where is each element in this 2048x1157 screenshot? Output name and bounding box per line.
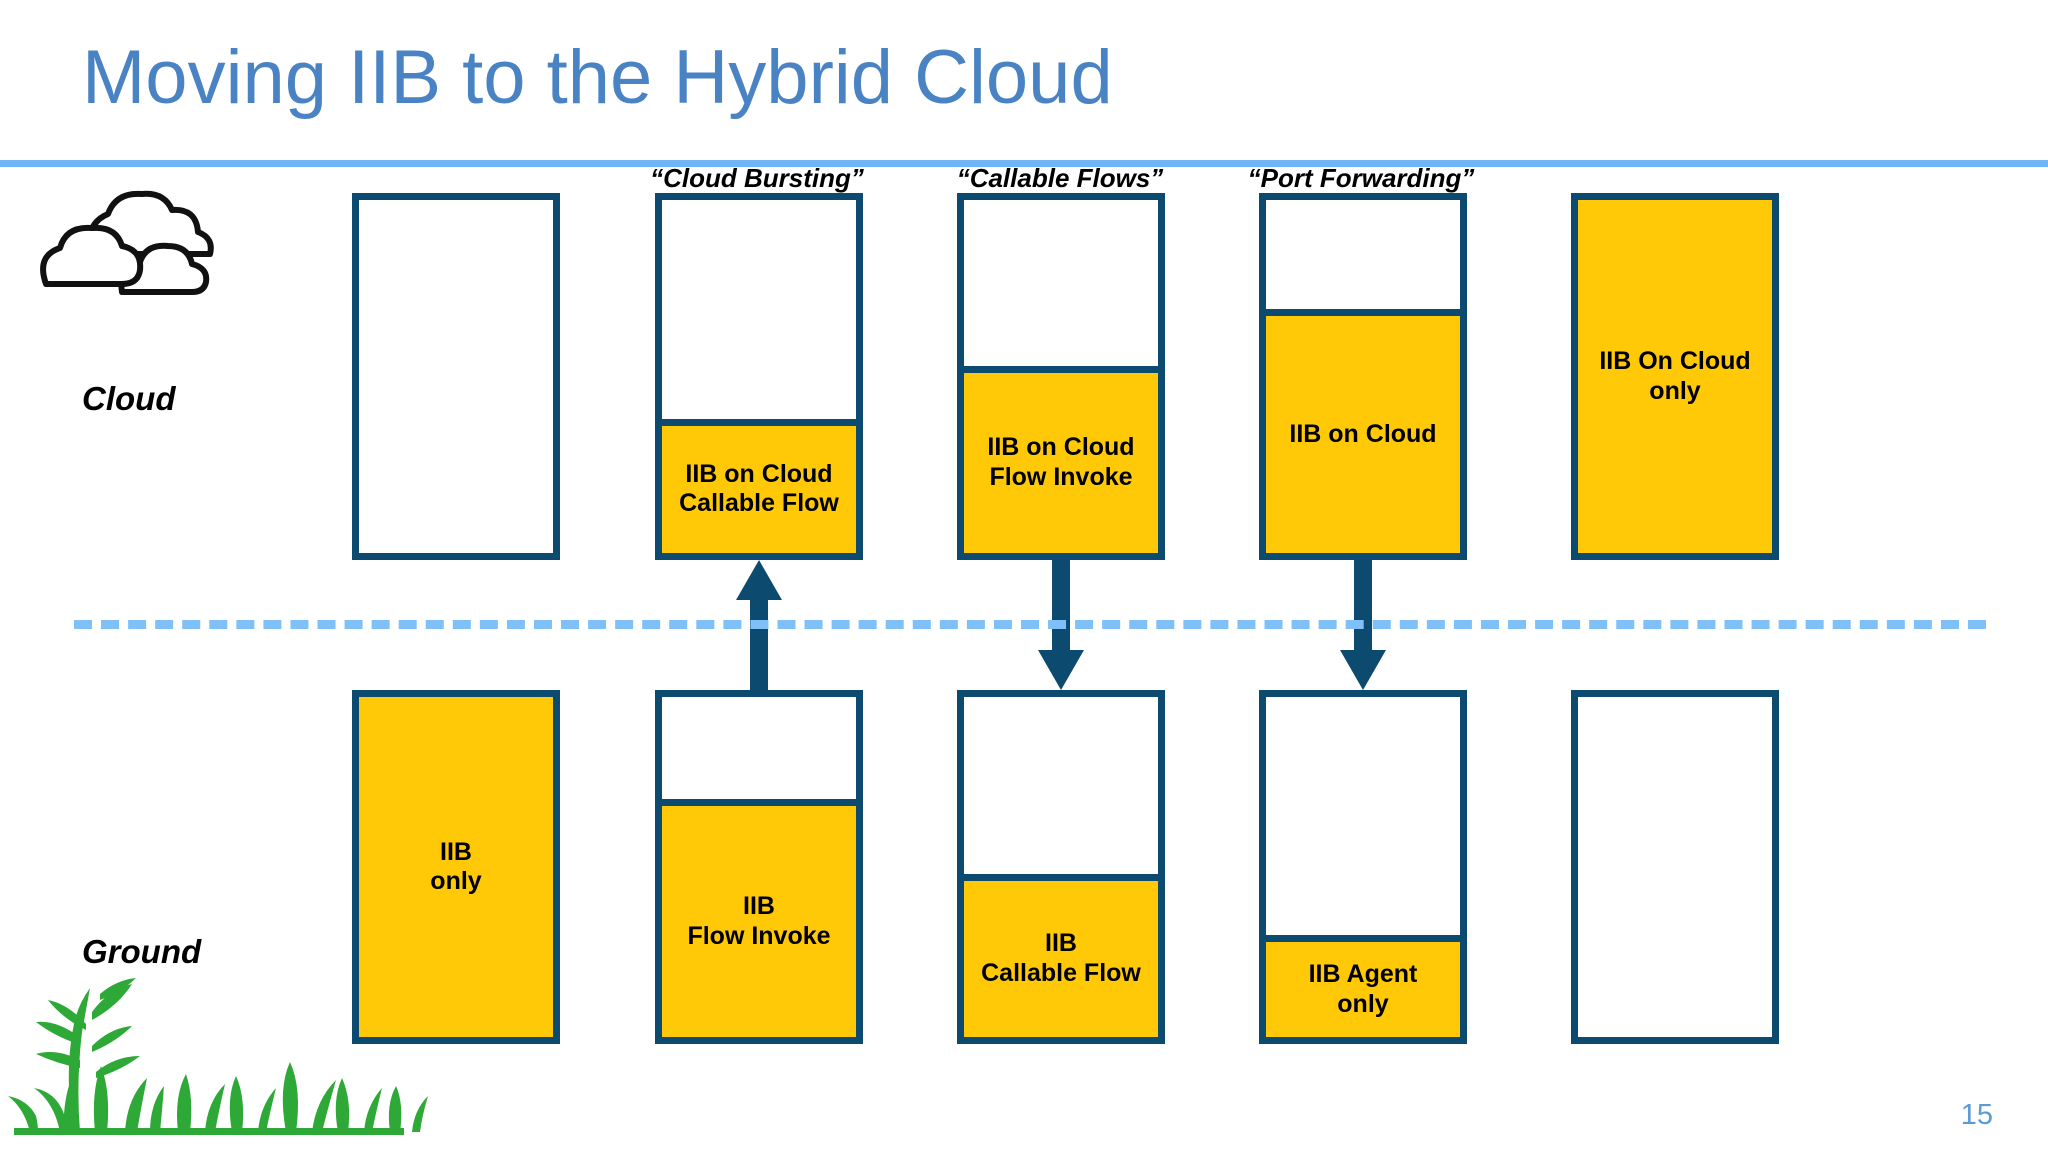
col-3-ground-box: IIB Callable Flow — [957, 690, 1165, 1044]
col-5-cloud-label: IIB On Cloud only — [1599, 347, 1751, 405]
row-label-cloud: Cloud — [82, 380, 176, 417]
col-1-ground-label: IIB only — [430, 837, 482, 896]
col-3-cloud-label: IIB on Cloud Flow Invoke — [987, 433, 1135, 491]
col-3-ground-label: IIB Callable Flow — [981, 929, 1141, 987]
col-3-cloud-segment-2: IIB on Cloud Flow Invoke — [964, 365, 1158, 553]
col-4-ground-label: IIB Agent only — [1308, 960, 1418, 1018]
column-caption-1: “Cloud Bursting” — [650, 163, 864, 193]
col-1-cloud-box — [352, 193, 560, 560]
col-4-ground-box: IIB Agent only — [1259, 690, 1467, 1044]
col-1-cloud-segment-1 — [359, 200, 553, 553]
grass-icon — [0, 972, 470, 1152]
title-underline-rule — [0, 160, 2048, 167]
col-1-ground-box: IIB only — [352, 690, 560, 1044]
page-number: 15 — [1960, 1099, 1993, 1131]
col-4-cloud-segment-1 — [1266, 200, 1460, 310]
col-4-ground-segment-1 — [1266, 697, 1460, 935]
col-3-ground-segment-1 — [964, 697, 1158, 874]
column-caption-3: “Port Forwarding” — [1247, 163, 1475, 193]
col-1-ground-segment-1: IIB only — [359, 697, 553, 1037]
col-4-ground-segment-2: IIB Agent only — [1266, 935, 1460, 1037]
col-2-cloud-box: IIB on Cloud Callable Flow — [655, 193, 863, 560]
col-3-ground-segment-2: IIB Callable Flow — [964, 873, 1158, 1037]
cloud-icon — [30, 182, 230, 312]
col-2-cloud-segment-2: IIB on Cloud Callable Flow — [662, 418, 856, 553]
col-2-ground-segment-1 — [662, 697, 856, 799]
col-2-cloud-segment-1 — [662, 200, 856, 419]
col-4-cloud-label: IIB on Cloud — [1289, 419, 1437, 448]
col-2-ground-box: IIB Flow Invoke — [655, 690, 863, 1044]
cloud-ground-divider — [74, 620, 1986, 629]
col-2-ground-label: IIB Flow Invoke — [687, 892, 831, 950]
page-title: Moving IIB to the Hybrid Cloud — [82, 35, 1113, 120]
col-5-ground-box — [1571, 690, 1779, 1044]
col-5-cloud-segment-1: IIB On Cloud only — [1578, 200, 1772, 553]
col-5-cloud-box: IIB On Cloud only — [1571, 193, 1779, 560]
col-2-cloud-label: IIB on Cloud Callable Flow — [679, 459, 839, 518]
col-4-cloud-segment-2: IIB on Cloud — [1266, 309, 1460, 553]
col-2-ground-segment-2: IIB Flow Invoke — [662, 799, 856, 1037]
column-caption-2: “Callable Flows” — [956, 163, 1164, 193]
col-3-cloud-segment-1 — [964, 200, 1158, 366]
col-5-ground-segment-1 — [1578, 697, 1772, 1037]
row-label-ground: Ground — [82, 933, 202, 970]
col-4-cloud-box: IIB on Cloud — [1259, 193, 1467, 560]
col-3-cloud-box: IIB on Cloud Flow Invoke — [957, 193, 1165, 560]
